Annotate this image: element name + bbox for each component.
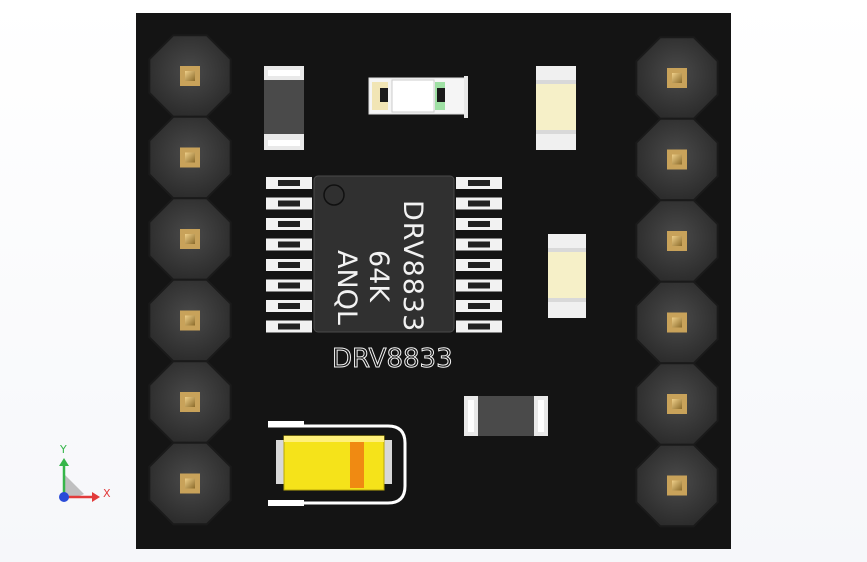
ic-pin-left	[266, 177, 312, 189]
ic-pin-left	[266, 197, 312, 210]
resistor-r1[interactable]	[264, 66, 304, 150]
capacitor-c1[interactable]	[536, 66, 576, 150]
ic-marking-line3: ANQL	[331, 250, 362, 325]
header-pad-right[interactable]	[635, 117, 719, 202]
ic-pin-left	[266, 279, 312, 292]
tantalum-outline	[268, 421, 407, 506]
ic-pin-right	[456, 320, 502, 333]
led-d1[interactable]	[368, 76, 468, 118]
header-pad-left[interactable]	[148, 34, 232, 118]
ic-marking-part: DRV8833	[397, 200, 428, 332]
ic-pin-left	[266, 238, 312, 251]
header-pad-left[interactable]	[148, 197, 232, 281]
capacitor-c2[interactable]	[548, 234, 586, 318]
header-pad-left[interactable]	[148, 278, 232, 363]
axis-y-label: Y	[59, 443, 67, 456]
tantalum-capacitor[interactable]	[276, 435, 392, 491]
header-pad-left[interactable]	[148, 441, 232, 526]
header-pad-right[interactable]	[635, 362, 719, 446]
axis-x-label: X	[103, 487, 111, 500]
header-pad-right[interactable]	[635, 199, 719, 283]
header-pad-left[interactable]	[148, 115, 232, 200]
ic-pin-left	[266, 218, 312, 230]
ic-marking-line2: 64K	[363, 250, 394, 303]
ic-pin-right	[456, 300, 502, 312]
ic-drv8833[interactable]: DRV8833 64K ANQL	[313, 175, 455, 333]
ic-pin-left	[266, 320, 312, 333]
left-header-pads	[148, 34, 232, 526]
axis-triad: X Y	[59, 443, 111, 502]
ic-pin-right	[456, 238, 502, 251]
ic-pin-right	[456, 197, 502, 210]
header-pad-right[interactable]	[635, 280, 719, 365]
ic-pin-right	[456, 218, 502, 230]
ic-pin-right	[456, 259, 502, 271]
right-header-pads	[635, 36, 719, 528]
header-pad-right[interactable]	[635, 443, 719, 528]
ic-pin-left	[266, 259, 312, 271]
header-pad-right[interactable]	[635, 36, 719, 120]
ic-pins	[266, 177, 502, 333]
header-pad-left[interactable]	[148, 360, 232, 444]
silkscreen-label: DRV8833	[332, 344, 453, 374]
ic-pin-right	[456, 177, 502, 189]
ic-pin-right	[456, 279, 502, 292]
resistor-r2[interactable]	[464, 396, 548, 436]
ic-pin-left	[266, 300, 312, 312]
